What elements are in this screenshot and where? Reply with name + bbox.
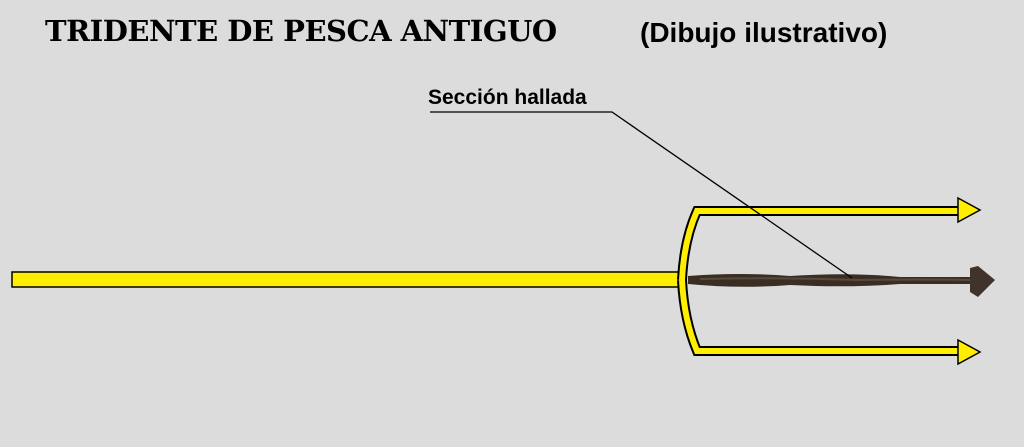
top-prong-arrowhead: [957, 196, 982, 224]
trident-shaft: [11, 271, 685, 288]
bottom-prong-arrowhead: [957, 338, 982, 366]
diagram-title: TRIDENTE DE PESCA ANTIGUO: [45, 14, 557, 48]
annotation-leader-line: [430, 111, 853, 279]
found-section-label: Sección hallada: [428, 86, 587, 109]
iron-rod-fragment: [688, 266, 995, 297]
trident-prongs: [677, 206, 962, 356]
iron-rod-arrowhead: [970, 266, 995, 297]
diagram-subtitle: (Dibujo ilustrativo): [640, 17, 888, 48]
